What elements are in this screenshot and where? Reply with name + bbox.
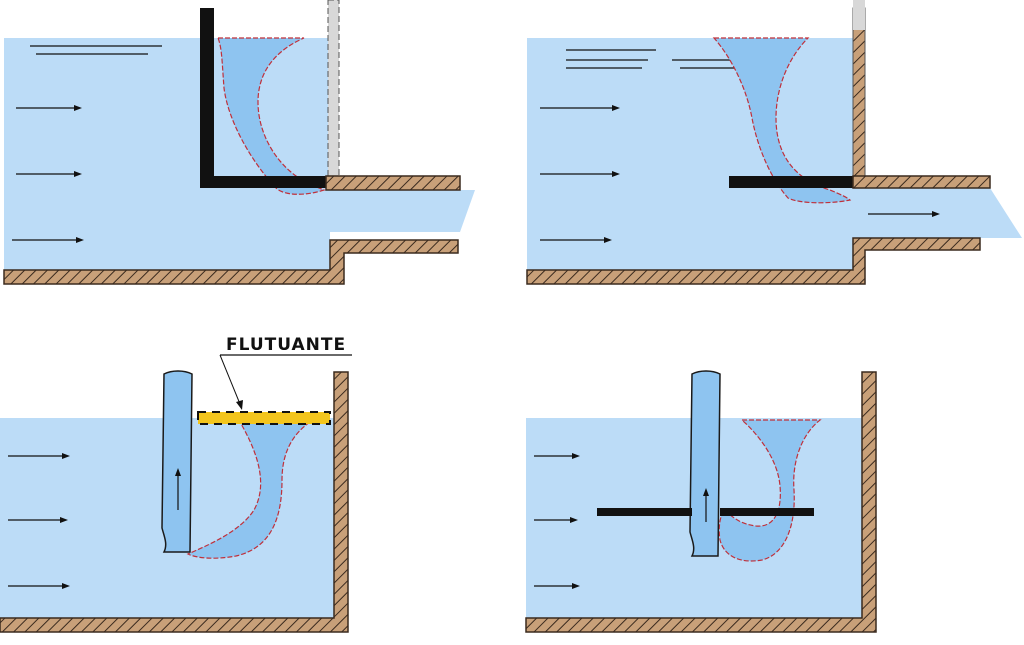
panel-stepped-outlet-horizontal-plate bbox=[526, 0, 1022, 285]
flow-arrow bbox=[534, 517, 578, 523]
air-vortex bbox=[217, 37, 326, 195]
flow-arrow bbox=[868, 211, 940, 217]
horizontal-plate-left bbox=[597, 508, 692, 516]
channel-floor bbox=[3, 239, 459, 285]
pipe-flow-arrow bbox=[175, 468, 181, 510]
floating-label: FLUTUANTE bbox=[226, 335, 346, 355]
leader-line bbox=[219, 354, 241, 405]
panel-tank-pipe-submerged-plate bbox=[525, 370, 877, 633]
horizontal-plate bbox=[729, 176, 853, 188]
outlet-upper-wall bbox=[852, 175, 991, 189]
baffle-base-plate bbox=[200, 176, 328, 188]
panel-stepped-outlet-vertical-baffle bbox=[3, 0, 475, 285]
flow-arrow bbox=[540, 105, 620, 111]
flow-arrow bbox=[540, 171, 620, 177]
flow-arrow bbox=[16, 105, 82, 111]
floating-raft bbox=[197, 411, 331, 425]
vertical-baffle bbox=[200, 8, 214, 188]
pipe-flow-arrow bbox=[703, 488, 709, 522]
tank-wall bbox=[0, 371, 349, 633]
panel-tank-pipe-floating-raft: FLUTUANTE bbox=[0, 335, 352, 633]
flow-arrow bbox=[16, 171, 82, 177]
suction-pipe bbox=[161, 370, 193, 553]
tank-wall bbox=[525, 371, 877, 633]
gate bbox=[852, 7, 866, 177]
flow-arrow bbox=[534, 583, 580, 589]
channel-floor bbox=[526, 237, 981, 285]
flow-arrow bbox=[534, 453, 580, 459]
air-vortex bbox=[712, 37, 852, 204]
horizontal-plate-right bbox=[720, 508, 814, 516]
gate-top bbox=[853, 0, 865, 30]
air-vortex bbox=[718, 419, 822, 562]
flow-arrow bbox=[8, 453, 70, 459]
outlet-upper-wall bbox=[325, 175, 461, 191]
gate bbox=[327, 0, 340, 177]
leader-arrowhead bbox=[236, 400, 243, 410]
flow-arrow bbox=[12, 237, 84, 243]
flow-arrow bbox=[540, 237, 612, 243]
water-body bbox=[4, 38, 475, 270]
flow-arrow bbox=[8, 583, 70, 589]
flow-arrow bbox=[8, 517, 68, 523]
suction-pipe bbox=[689, 370, 721, 557]
air-vortex bbox=[186, 421, 312, 559]
